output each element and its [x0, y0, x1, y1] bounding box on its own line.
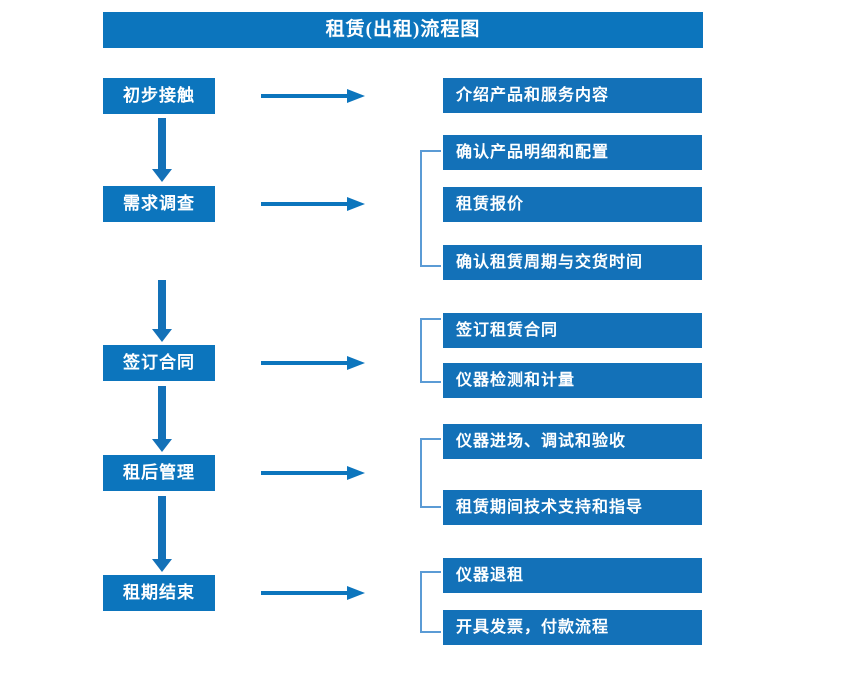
link-arrow-right-5 [261, 586, 365, 600]
arrow-shaft [261, 202, 349, 206]
flow-arrow-down-1 [152, 118, 172, 182]
group-bracket-needs-survey [420, 150, 441, 267]
detail-box-confirm-spec[interactable]: 确认产品明细和配置 [443, 135, 702, 170]
arrow-shaft [261, 94, 349, 98]
arrow-head [152, 439, 172, 452]
group-bracket-rental-end [420, 571, 441, 633]
detail-box-sign-rental-contract[interactable]: 签订租赁合同 [443, 313, 702, 348]
flow-arrow-down-3 [152, 386, 172, 452]
link-arrow-right-4 [261, 466, 365, 480]
arrow-shaft [158, 496, 166, 559]
arrow-shaft [158, 280, 166, 329]
detail-box-instrument-onsite-commission[interactable]: 仪器进场、调试和验收 [443, 424, 702, 459]
arrow-shaft [261, 361, 349, 365]
group-bracket-contract [420, 318, 441, 383]
detail-box-confirm-period-delivery[interactable]: 确认租赁周期与交货时间 [443, 245, 702, 280]
stage-box-sign-contract[interactable]: 签订合同 [103, 345, 215, 381]
detail-box-instrument-return[interactable]: 仪器退租 [443, 558, 702, 593]
arrow-head [347, 586, 365, 600]
flow-arrow-down-4 [152, 496, 172, 572]
arrow-head [347, 197, 365, 211]
detail-box-introduce-products[interactable]: 介绍产品和服务内容 [443, 78, 702, 113]
stage-box-rental-end[interactable]: 租期结束 [103, 575, 215, 611]
arrow-shaft [158, 386, 166, 439]
flow-arrow-down-2 [152, 280, 172, 342]
stage-box-needs-survey[interactable]: 需求调查 [103, 186, 215, 222]
detail-box-technical-support[interactable]: 租赁期间技术支持和指导 [443, 490, 702, 525]
arrow-shaft [261, 591, 349, 595]
link-arrow-right-3 [261, 356, 365, 370]
arrow-head [347, 466, 365, 480]
stage-box-initial-contact[interactable]: 初步接触 [103, 78, 215, 114]
arrow-head [152, 169, 172, 182]
detail-box-rental-quote[interactable]: 租赁报价 [443, 187, 702, 222]
detail-box-instrument-test-metering[interactable]: 仪器检测和计量 [443, 363, 702, 398]
link-arrow-right-1 [261, 89, 365, 103]
arrow-head [347, 89, 365, 103]
diagram-title: 租赁(出租)流程图 [103, 12, 703, 48]
stage-box-post-rental-management[interactable]: 租后管理 [103, 455, 215, 491]
arrow-head [152, 329, 172, 342]
arrow-shaft [158, 118, 166, 169]
group-bracket-post-rental [420, 438, 441, 508]
arrow-head [347, 356, 365, 370]
link-arrow-right-2 [261, 197, 365, 211]
arrow-head [152, 559, 172, 572]
arrow-shaft [261, 471, 349, 475]
detail-box-invoice-payment[interactable]: 开具发票，付款流程 [443, 610, 702, 645]
